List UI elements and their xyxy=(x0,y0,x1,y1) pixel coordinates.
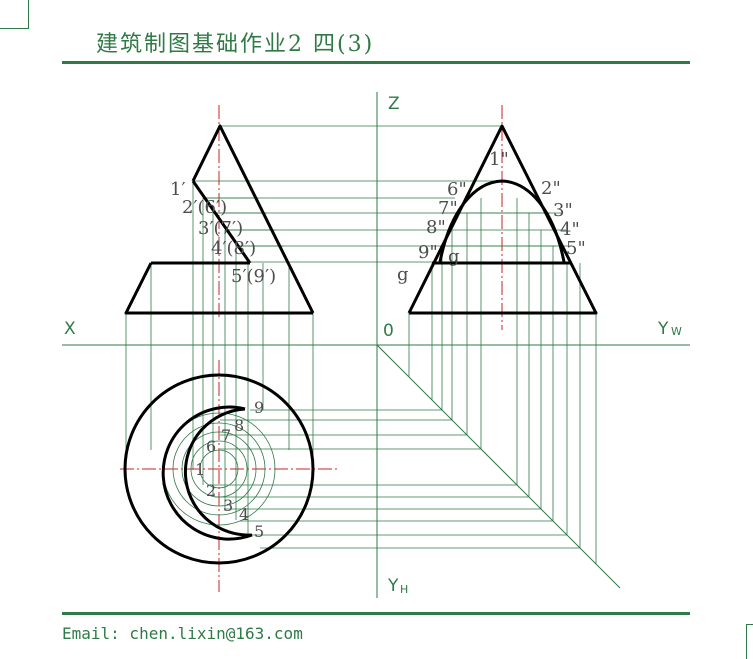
label-5-9-prime: 5′(9′) xyxy=(231,266,276,287)
label-4-double-prime: 4" xyxy=(560,219,580,240)
plan-label-4: 4 xyxy=(239,505,249,524)
plan-label-7: 7 xyxy=(221,426,231,445)
yw-subscript: W xyxy=(671,325,682,338)
label-2-double-prime: 2" xyxy=(541,178,561,199)
label-1-prime: 1′ xyxy=(170,179,186,200)
front-cone-outline xyxy=(191,124,315,314)
plan-label-1: 1 xyxy=(195,460,205,479)
label-9-double-prime: 9" xyxy=(418,242,438,263)
label-7-double-prime: 7" xyxy=(438,198,458,219)
corner-mark-bottom-right xyxy=(746,624,753,659)
email-text: Email: chen.lixin@163.com xyxy=(62,624,303,643)
origin-label: 0 xyxy=(383,321,394,341)
yh-label: Y xyxy=(387,576,399,596)
plan-outer-circle xyxy=(123,373,315,565)
projection-lines xyxy=(125,125,597,564)
center-lines xyxy=(120,105,503,592)
axes xyxy=(62,92,690,598)
footer-rule xyxy=(62,612,690,615)
diagonal-45 xyxy=(376,344,621,589)
label-3-double-prime: 3" xyxy=(553,200,573,221)
plan-label-2: 2 xyxy=(206,481,216,500)
label-g-side: g xyxy=(448,246,460,267)
label-1-double-prime: 1" xyxy=(489,149,509,170)
object-outlines xyxy=(123,124,598,565)
title-rule xyxy=(62,61,690,64)
plan-label-6: 6 xyxy=(206,437,216,456)
label-8-double-prime: 8" xyxy=(426,217,446,238)
page-title: 建筑制图基础作业2 四(3) xyxy=(96,32,375,57)
front-view-labels: 1′ 2′(6′) 3′(7′) 4′(8′) 5′(9′) xyxy=(170,179,276,287)
label-3-7-prime: 3′(7′) xyxy=(198,218,243,239)
label-4-8-prime: 4′(8′) xyxy=(211,238,256,259)
plan-label-5: 5 xyxy=(254,522,264,541)
label-5-double-prime: 5" xyxy=(566,238,586,259)
plan-construction-circles xyxy=(162,412,276,526)
z-label: Z xyxy=(388,94,400,114)
plan-crescent-cut xyxy=(161,405,253,541)
plan-label-9: 9 xyxy=(254,398,264,417)
corner-mark-top-left xyxy=(0,0,29,29)
side-cut-curve xyxy=(438,179,566,263)
plan-view-labels: 1 2 3 4 5 6 7 8 9 xyxy=(195,398,264,541)
plan-label-3: 3 xyxy=(223,496,233,515)
front-frustum-body xyxy=(124,262,313,315)
label-2-6-prime: 2′(6′) xyxy=(182,197,227,218)
side-view-labels: 1" 6" 2" 7" 3" 8" 4" 9" 5" g g xyxy=(397,149,586,285)
front-cut-edge xyxy=(191,180,252,264)
label-6-double-prime: 6" xyxy=(447,179,467,200)
yh-subscript: H xyxy=(400,583,408,596)
x-label: X xyxy=(64,319,76,339)
plan-label-8: 8 xyxy=(234,416,244,435)
label-g-left: g xyxy=(397,264,409,285)
yw-label: Y xyxy=(657,319,669,339)
